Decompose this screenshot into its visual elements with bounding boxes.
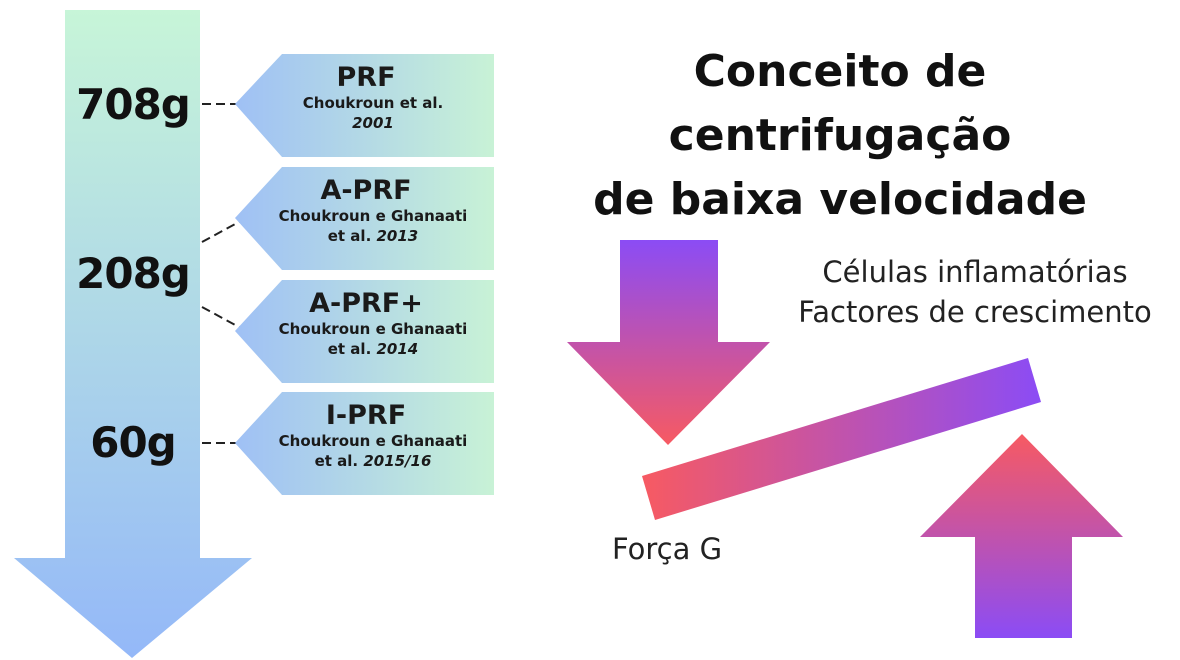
protocol-year: 2014	[376, 340, 419, 358]
protocol-iprf-text: I-PRF Choukroun e Ghanaati et al. 2015/1…	[238, 401, 494, 471]
diagram-title: Conceito de centrifugação de baixa veloc…	[520, 40, 1160, 232]
protocol-badge-prf	[235, 54, 494, 157]
protocol-prf-text: PRF Choukroun et al. 2001	[238, 63, 494, 133]
tilted-bar	[642, 358, 1041, 520]
scale-label-208g: 208g	[76, 249, 191, 298]
protocol-aprf-plus-text: A-PRF+ Choukroun e Ghanaati et al. 2014	[238, 289, 494, 359]
protocol-name: A-PRF	[320, 175, 412, 206]
protocol-authors-line2: et al.	[327, 340, 372, 358]
protocol-authors: Choukroun et al.	[302, 94, 444, 112]
protocol-authors-line2: et al.	[327, 227, 372, 245]
protocol-authors: Choukroun e Ghanaati	[278, 207, 468, 225]
protocol-aprf-text: A-PRF Choukroun e Ghanaati et al. 2013	[238, 176, 494, 246]
protocol-year: 2015/16	[363, 452, 432, 470]
force-label: Força G	[612, 532, 723, 566]
protocol-authors-line2: et al.	[314, 452, 359, 470]
up-force-arrow	[920, 434, 1123, 638]
protocol-name: PRF	[336, 62, 396, 93]
protocol-name: I-PRF	[325, 400, 407, 431]
protocol-authors: Choukroun e Ghanaati	[278, 320, 468, 338]
protocol-year: 2013	[376, 227, 419, 245]
down-force-arrow	[567, 240, 770, 445]
cells-label-line-1: Células inflamatórias	[822, 255, 1128, 289]
protocol-year: 2001	[352, 114, 394, 132]
scale-label-60g: 60g	[90, 418, 177, 467]
scale-label-708g: 708g	[76, 80, 191, 129]
protocol-badge-aprf-plus	[235, 280, 494, 383]
protocol-authors: Choukroun e Ghanaati	[278, 432, 468, 450]
protocol-badge-aprf	[235, 167, 494, 270]
title-line-2: de baixa velocidade	[593, 174, 1087, 225]
protocol-badge-iprf	[235, 392, 494, 495]
title-line-1: Conceito de centrifugação	[668, 46, 1012, 161]
gforce-scale-arrow	[14, 10, 252, 658]
cells-label: Células inflamatórias Factores de cresci…	[770, 252, 1180, 332]
protocol-name: A-PRF+	[309, 288, 423, 319]
cells-label-line-2: Factores de crescimento	[798, 295, 1152, 329]
